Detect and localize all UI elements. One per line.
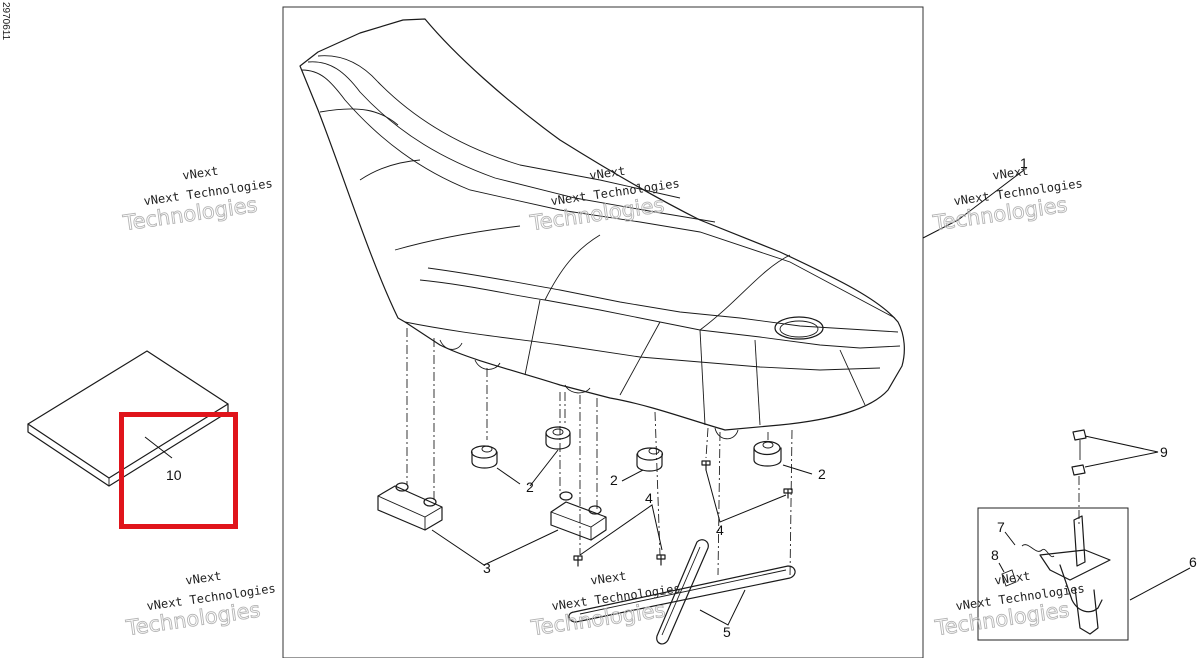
watermark-3: vNext vNext Technologies Technologies [930,164,1083,236]
straps[interactable] [568,539,796,645]
callout-5: 5 [723,624,731,640]
screw-3 [701,460,711,471]
svg-text:vNext: vNext [992,164,1030,183]
svg-text:vNext: vNext [185,569,223,588]
assembly-lines [406,328,793,578]
svg-text:vNext: vNext [994,569,1032,588]
spacer-blocks[interactable] [377,482,607,541]
watermark-6: vNext vNext Technologies Technologies [932,569,1085,641]
bumper-2 [545,426,571,450]
main-frame [282,6,924,658]
callout-labels: 1 2 2 2 2 3 4 4 4 5 6 7 8 9 10 [166,155,1197,640]
bumper-1 [470,445,498,469]
latch-mechanism[interactable] [1001,515,1111,635]
callout-7: 7 [997,519,1005,535]
screw-4 [783,488,793,499]
callout-4a: 4 [645,490,653,506]
callout-2b: 2 [610,472,618,488]
rubber-bumpers[interactable] [470,426,782,472]
callout-2a: 2 [526,479,534,495]
watermark-1: vNext vNext Technologies Technologies [120,164,273,236]
callout-10: 10 [166,467,182,483]
latch-bolts[interactable] [1071,429,1087,525]
screw-2 [656,554,666,566]
svg-text:vNext: vNext [182,164,220,183]
watermark-4: vNext vNext Technologies Technologies [123,569,276,641]
leader-lines [144,169,1191,626]
callout-1: 1 [1020,155,1028,171]
spacer-block-1 [377,482,443,531]
callout-3: 3 [483,560,491,576]
bumper-3 [636,447,664,472]
document-id: 2970611 [0,2,11,41]
screws[interactable] [573,460,793,567]
latch-detail-box [977,507,1129,641]
callout-2c: 2 [818,466,826,482]
callout-9: 9 [1160,444,1168,460]
callout-6: 6 [1189,554,1197,570]
callout-8: 8 [991,547,999,563]
spacer-block-2 [550,491,607,541]
svg-text:vNext: vNext [590,569,628,588]
bumper-4 [753,440,782,467]
foam-pad[interactable] [27,350,229,487]
callout-4b: 4 [716,522,724,538]
highlight-box[interactable] [119,412,238,529]
svg-text:vNext: vNext [589,164,627,183]
seat-assembly[interactable] [299,18,905,440]
watermark-2: vNext vNext Technologies Technologies [527,164,680,236]
screw-1 [573,555,583,567]
